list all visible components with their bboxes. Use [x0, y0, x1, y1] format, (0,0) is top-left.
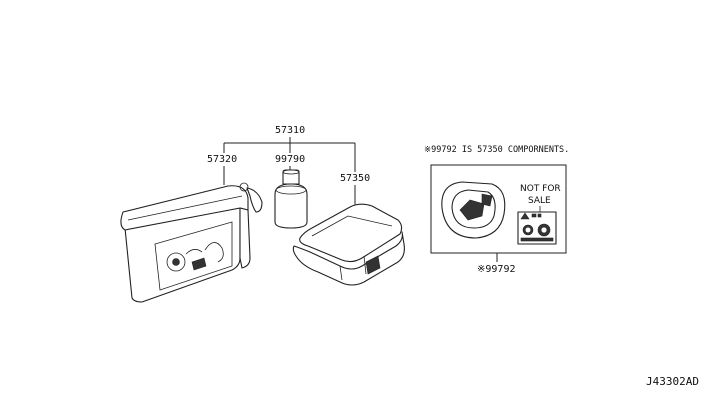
- label-bottle-99790: 99790: [275, 154, 305, 165]
- label-bag-57320: 57320: [207, 154, 237, 165]
- not-for-sale-line2: SALE: [528, 196, 551, 206]
- not-for-sale-line1: NOT FOR: [520, 184, 561, 194]
- label-sticker-99792: ※99792: [477, 264, 515, 275]
- sealant-bottle-99790: [274, 169, 308, 229]
- label-kit-57310: 57310: [275, 125, 305, 136]
- leader-lines: [223, 137, 356, 210]
- diagram-code: J43302AD: [646, 375, 699, 388]
- sticker-warning-icons: [520, 212, 554, 242]
- label-compressor-57350: 57350: [340, 173, 370, 184]
- tool-bag-57320: [120, 182, 263, 303]
- compressor-57350: [292, 203, 405, 286]
- sticker-box-99792: NOT FOR SALE: [430, 164, 567, 262]
- components-note: ※99792 IS 57350 COMPORNENTS.: [424, 145, 569, 155]
